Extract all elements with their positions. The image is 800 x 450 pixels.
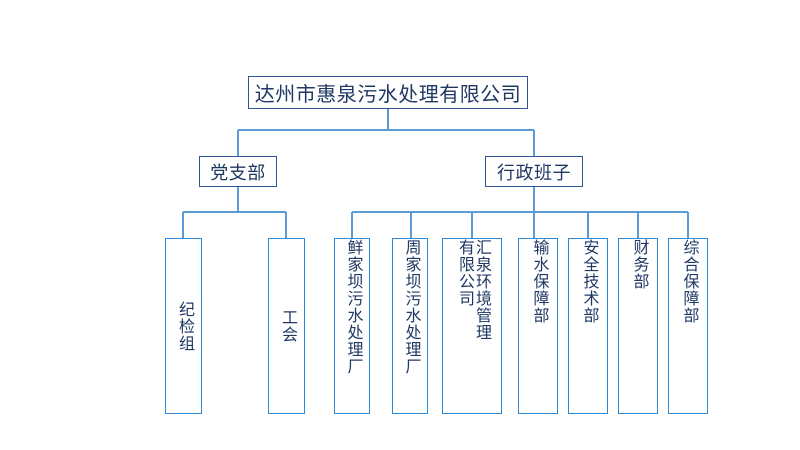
node-general-support-dept-label: 综合保障部 [680,239,698,324]
node-huiquan-env-ltd[interactable]: 有限公司 汇泉环境管理 [442,238,502,414]
node-admin-team[interactable]: 行政班子 [485,156,583,187]
node-zhoujiaba-plant[interactable]: 周家坝污水处理厂 [392,238,428,414]
node-labor-union-label: 工会 [278,309,296,343]
node-party-branch-label: 党支部 [210,162,266,183]
node-discipline-group-label: 纪检组 [175,300,193,352]
node-zhoujiaba-plant-label: 周家坝污水处理厂 [402,239,420,375]
node-xianjiaba-plant[interactable]: 鲜家坝污水处理厂 [334,238,370,414]
node-admin-team-label: 行政班子 [497,162,571,183]
node-discipline-group[interactable]: 纪检组 [165,238,202,414]
node-labor-union[interactable]: 工会 [268,238,305,414]
node-xianjiaba-plant-label: 鲜家坝污水处理厂 [344,239,362,375]
node-safety-tech-dept[interactable]: 安全技术部 [568,238,608,414]
node-finance-dept[interactable]: 财务部 [618,238,658,414]
node-company-root[interactable]: 达州市惠泉污水处理有限公司 [248,76,528,109]
node-safety-tech-dept-label: 安全技术部 [580,239,598,324]
node-party-branch[interactable]: 党支部 [199,156,277,187]
node-huiquan-env-ltd-label: 汇泉环境管理 [472,239,490,341]
node-huiquan-env-ltd-label-secondary: 有限公司 [456,239,473,307]
node-finance-dept-label: 财务部 [630,239,648,290]
node-general-support-dept[interactable]: 综合保障部 [668,238,708,414]
node-water-transport-dept[interactable]: 输水保障部 [518,238,558,414]
node-company-root-label: 达州市惠泉污水处理有限公司 [254,84,522,106]
node-water-transport-dept-label: 输水保障部 [530,239,548,324]
